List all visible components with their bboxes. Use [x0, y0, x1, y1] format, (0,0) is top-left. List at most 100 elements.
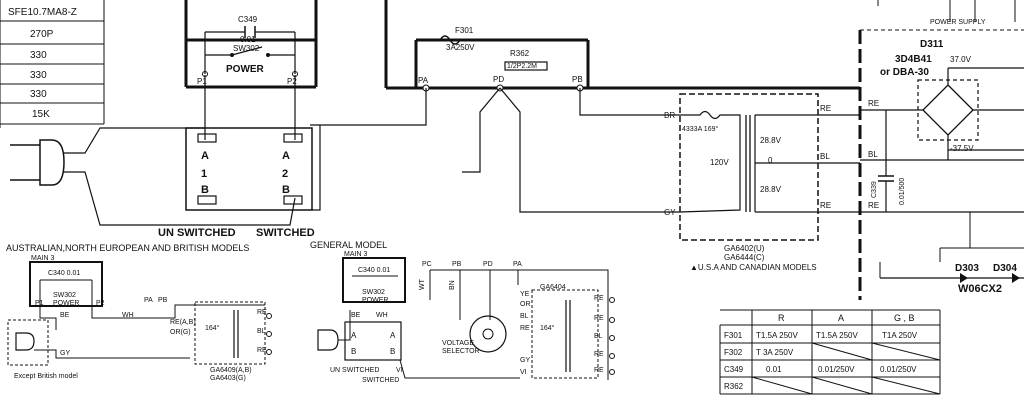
wire-vi: VI	[520, 369, 527, 376]
australian-title: AUSTRALIAN,NORTH EUROPEAN AND BRITISH MO…	[6, 243, 249, 253]
header-a: A	[838, 313, 844, 323]
switch-a1: A	[201, 150, 209, 162]
c339-label: C339	[871, 181, 878, 198]
table-cell: T1.5A 250V	[756, 331, 798, 340]
general-title: GENERAL MODEL	[310, 240, 387, 250]
un-switched-label: UN SWITCHED	[158, 227, 236, 239]
table-cell: 0.01/250V	[818, 365, 855, 374]
out-3: BL	[594, 333, 603, 340]
d311-part: 3D4B41	[895, 54, 932, 65]
wire-ye: YE	[520, 291, 530, 298]
switch-a2: A	[282, 150, 290, 162]
table-cell: 330	[30, 89, 47, 100]
out-4: RE	[594, 351, 604, 358]
pc-label: PC	[422, 261, 432, 268]
wh-label: WH	[376, 312, 388, 319]
gm-switch-a2: A	[390, 331, 396, 340]
gy-label: GY	[60, 350, 70, 357]
tap-label: 4333A 169°	[682, 125, 718, 133]
un-switched-label: UN SWITCHED	[330, 367, 379, 374]
out-re1: RE	[257, 309, 267, 316]
wire-bl: BL	[520, 313, 529, 320]
power-label: POWER	[226, 64, 265, 75]
pb-label: PB	[158, 297, 168, 304]
be-label: BE	[351, 312, 361, 319]
wh-label: WH	[122, 312, 134, 319]
f301-label: F301	[455, 26, 474, 35]
c349-value: 0.01	[240, 35, 256, 44]
transformer-block: BR GY 4333A 169° 120V 28.8V 0 28.8V RE B…	[664, 93, 860, 272]
d303-label: D303	[955, 263, 979, 274]
part1-label: GA6409(A,B)	[210, 367, 252, 374]
c340-label: C340 0.01	[48, 270, 80, 277]
out-2: RE	[594, 315, 604, 322]
power-supply-label: POWER SUPPLY	[930, 19, 986, 26]
table-cell: 0.01	[766, 365, 782, 374]
wire-or: OR	[520, 301, 531, 308]
main3-label: MAIN 3	[344, 251, 367, 258]
c340-label: C340 0.01	[358, 267, 390, 274]
vpos-label: 37.0V	[950, 55, 972, 64]
p1-label: P1	[197, 77, 207, 86]
r362-value: 1/2P2.2M	[507, 63, 537, 70]
plug-wiring	[10, 75, 296, 226]
table-cell: T1A 250V	[882, 331, 918, 340]
table-cell: 270P	[30, 29, 54, 40]
pa-label: PA	[513, 261, 522, 268]
sw302-label: SW302	[53, 292, 76, 299]
australian-model: AUSTRALIAN,NORTH EUROPEAN AND BRITISH MO…	[6, 243, 272, 382]
switch-block: A 1 B A 2 B UN SWITCHED SWITCHED	[158, 127, 315, 239]
main3-label: MAIN 3	[31, 255, 54, 262]
pa-label: PA	[418, 76, 429, 85]
gm-switch-a1: A	[351, 331, 357, 340]
bn-label: BN	[449, 280, 456, 290]
zero-label: 0	[768, 156, 773, 165]
f301-rating: 3A250V	[446, 43, 475, 52]
table-cell: 0.01/250V	[880, 365, 917, 374]
pd-label: PD	[483, 261, 493, 268]
out-1: RE	[594, 295, 604, 302]
sw302-label: SW302	[362, 289, 385, 296]
out-bl: BL	[257, 328, 266, 335]
wire-gy: GY	[520, 357, 530, 364]
vneg-label: -37.5V	[950, 144, 974, 153]
fuse-table: R A G , B F301 T1.5A 250V T1.5A 250V T1A…	[719, 309, 941, 395]
switch-b2: B	[282, 184, 290, 196]
re-b-label: RE	[868, 201, 879, 210]
part2-label: GA6444(C)	[724, 253, 765, 262]
out-5: RE	[594, 367, 604, 374]
gy-label: GY	[664, 208, 676, 217]
table-cell: 330	[30, 70, 47, 81]
wt-label: WT	[419, 278, 426, 290]
selector-label: SELECTOR	[442, 348, 480, 355]
except-label: Except British model	[14, 373, 78, 380]
p2-label: P2	[287, 77, 297, 86]
gm-switch-b1: B	[351, 347, 356, 356]
parts-table-left: SFE10.7MA8-Z 270P 330 330 330 15K	[0, 0, 105, 128]
table-cell: C349	[724, 365, 744, 374]
ga6404-label: GA6404	[540, 284, 566, 291]
table-cell: 15K	[32, 109, 50, 120]
switch-1: 1	[201, 168, 207, 180]
table-cell: T 3A 250V	[756, 348, 794, 357]
w06-label: W06CX2	[958, 283, 1002, 295]
bl-a-label: BL	[868, 150, 878, 159]
v120-label: 120V	[710, 158, 729, 167]
table-cell: 330	[30, 50, 47, 61]
part1-label: GA6402(U)	[724, 244, 765, 253]
p2-label: P2	[96, 300, 105, 307]
pb-label: PB	[452, 261, 462, 268]
v2-label: 28.8V	[760, 185, 782, 194]
pd-label: PD	[493, 75, 504, 84]
voltage-label: VOLTAGE	[442, 340, 474, 347]
general-model: GENERAL MODEL MAIN 3 C340 0.01 SW302 POW…	[310, 240, 615, 384]
d304-label: D304	[993, 263, 1017, 274]
v1-label: 28.8V	[760, 136, 782, 145]
power-label: POWER	[53, 300, 79, 307]
c349-label: C349	[238, 15, 258, 24]
table-cell: SFE10.7MA8-Z	[8, 7, 77, 18]
out-re1-label: RE	[820, 104, 831, 113]
pb-label: PB	[572, 75, 583, 84]
p1-label: P1	[35, 300, 44, 307]
